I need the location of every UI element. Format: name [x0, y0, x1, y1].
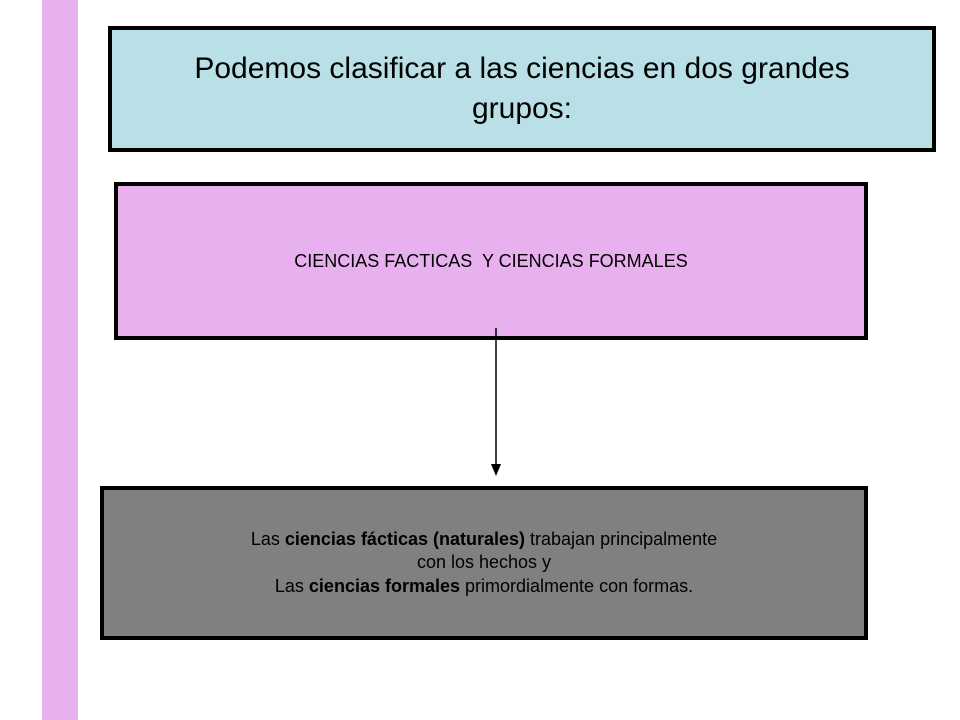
title-box: Podemos clasificar a las ciencias en dos… — [108, 26, 936, 152]
detail-line-3: Las ciencias formales primordialmente co… — [274, 575, 694, 596]
left-accent-bar — [42, 0, 78, 720]
connector-arrow — [491, 328, 501, 476]
detail-line-2: con los hechos y — [416, 552, 552, 573]
detail-line-1: Las ciencias fácticas (naturales) trabaj… — [250, 528, 718, 549]
arrow-head — [491, 464, 501, 476]
classification-text: CIENCIAS FACTICAS Y CIENCIAS FORMALES — [294, 250, 688, 271]
detail-box: Las ciencias fácticas (naturales) trabaj… — [100, 486, 868, 640]
title-text: Podemos clasificar a las ciencias en dos… — [194, 51, 850, 126]
classification-box: CIENCIAS FACTICAS Y CIENCIAS FORMALES — [114, 182, 868, 340]
